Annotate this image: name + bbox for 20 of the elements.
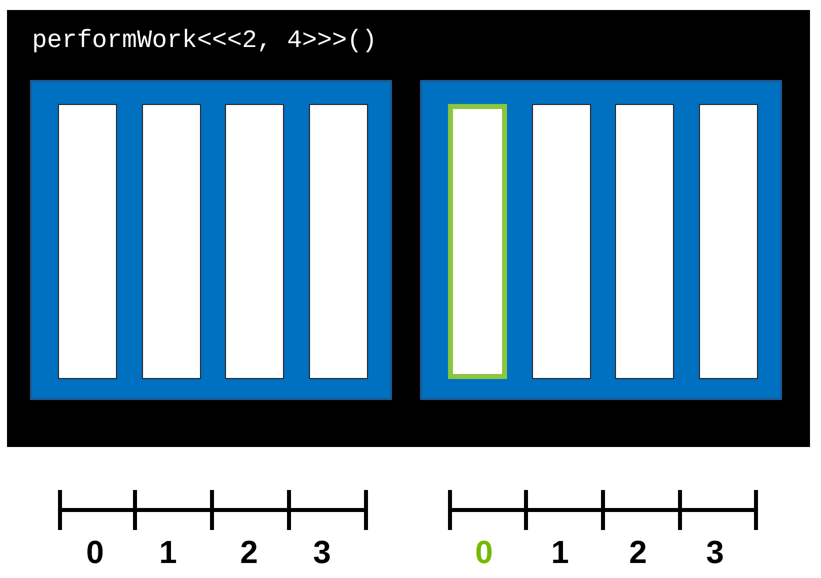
block-box: [420, 80, 782, 400]
thread-index-label: 0: [474, 533, 494, 572]
thread-bar: [532, 104, 591, 379]
thread-bar: [615, 104, 674, 379]
thread-bar: [142, 104, 201, 379]
thread-index-label: 3: [312, 533, 332, 572]
thread-bar: [225, 104, 284, 379]
thread-index-label: 1: [158, 533, 178, 572]
thread-bar: [309, 104, 368, 379]
highlighted-thread-bar: [448, 104, 507, 379]
thread-index-label: 2: [628, 533, 648, 572]
thread-index-label: 2: [239, 533, 259, 572]
thread-index-label: 3: [705, 533, 725, 572]
kernel-launch-code: performWork<<<2, 4>>>(): [32, 26, 378, 55]
block-box: [30, 80, 392, 400]
thread-index-label: 1: [550, 533, 570, 572]
thread-bar: [699, 104, 758, 379]
grid-panel: [7, 10, 810, 447]
thread-index-label: 0: [85, 533, 105, 572]
thread-bar: [58, 104, 117, 379]
